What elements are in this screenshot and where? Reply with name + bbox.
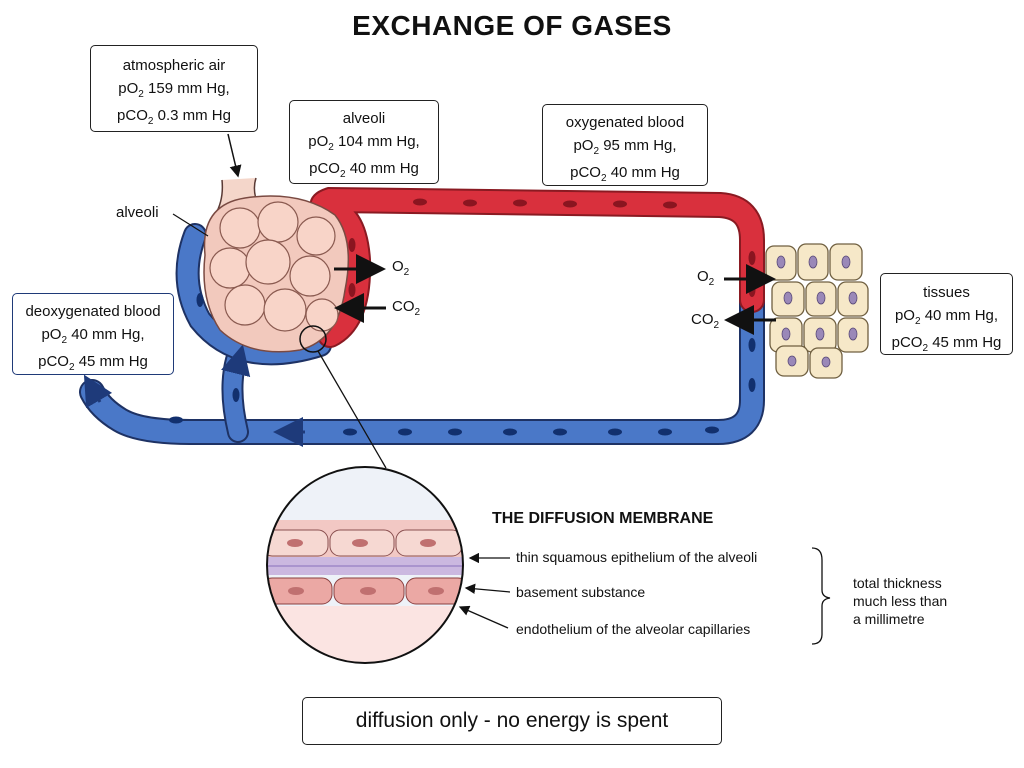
blue-blood-cells <box>169 293 756 436</box>
alveoli-pco2: pCO2 40 mm Hg <box>309 160 419 180</box>
atmospheric-pco2: pCO2 0.3 mm Hg <box>117 107 231 127</box>
membrane-magnified <box>267 467 463 663</box>
pulmonary-capillary-blue <box>177 225 330 364</box>
atmospheric-head: atmospheric air <box>122 57 226 74</box>
thickness-note-line-3: a millimetre <box>853 611 925 627</box>
lung-co2-label: CO2 <box>392 298 421 318</box>
endothelium-pointer <box>458 605 509 629</box>
oxygenated-blood-box: oxygenated blood pO2 95 mm Hg, pCO2 40 m… <box>542 104 708 186</box>
tissues-pco2: pCO2 45 mm Hg <box>891 334 1002 354</box>
alveoli-po2: pO2 104 mm Hg, <box>308 133 420 153</box>
deoxygenated-po2: pO2 40 mm Hg, <box>41 326 145 346</box>
oxygenated-head: oxygenated blood <box>565 114 685 131</box>
deoxygenated-blood-box: deoxygenated blood pO2 40 mm Hg, pCO2 45… <box>12 293 174 375</box>
membrane-title: THE DIFFUSION MEMBRANE <box>492 510 714 527</box>
basement-pointer <box>464 583 511 595</box>
cell-nuclei <box>776 255 858 368</box>
endothelium-label: endothelium of the alveolar capillaries <box>516 621 751 637</box>
tissues-head: tissues <box>923 284 970 301</box>
atmospheric-pointer <box>227 133 242 178</box>
alveoli-head: alveoli <box>342 110 386 127</box>
thickness-note-line-1: total thickness <box>853 575 942 591</box>
magnify-line <box>317 350 387 469</box>
magnify-source-circle <box>299 325 327 353</box>
deoxygenated-pco2: pCO2 45 mm Hg <box>38 353 148 373</box>
atmospheric-air-box: atmospheric air pO2 159 mm Hg, pCO2 0.3 … <box>90 45 258 132</box>
tissue-co2-label: CO2 <box>691 311 720 331</box>
tissues-po2: pO2 40 mm Hg, <box>894 307 999 327</box>
atmospheric-po2: pO2 159 mm Hg, <box>118 80 230 100</box>
alveoli-cluster <box>203 195 350 353</box>
tissues-box: tissues pO2 40 mm Hg, pCO2 45 mm Hg <box>880 273 1013 355</box>
oxygenated-po2: pO2 95 mm Hg, <box>573 137 677 157</box>
thickness-note-line-2: much less than <box>853 593 948 609</box>
magnify-circle <box>266 466 464 664</box>
deoxygenated-head: deoxygenated blood <box>25 303 161 320</box>
alveoli-label-line <box>172 213 209 237</box>
thickness-brace <box>811 547 831 645</box>
footer-caption: diffusion only - no energy is spent <box>302 697 722 745</box>
flow-arrow-out <box>83 374 113 409</box>
alveoli-box: alveoli pO2 104 mm Hg, pCO2 40 mm Hg <box>289 100 439 184</box>
basement-label: basement substance <box>516 584 646 600</box>
oxygenated-pco2: pCO2 40 mm Hg <box>570 164 680 184</box>
flow-arrow-up <box>221 344 251 378</box>
alveoli-label: alveoli <box>116 204 159 221</box>
thickness-note: total thickness much less than a millime… <box>853 574 947 628</box>
oxygenated-vessel <box>309 186 765 348</box>
lung-o2-label: O2 <box>392 258 410 278</box>
tissue-o2-label: O2 <box>697 268 715 288</box>
epithelium-label: thin squamous epithelium of the alveoli <box>516 549 758 565</box>
diagram-title: EXCHANGE OF GASES <box>352 10 672 41</box>
